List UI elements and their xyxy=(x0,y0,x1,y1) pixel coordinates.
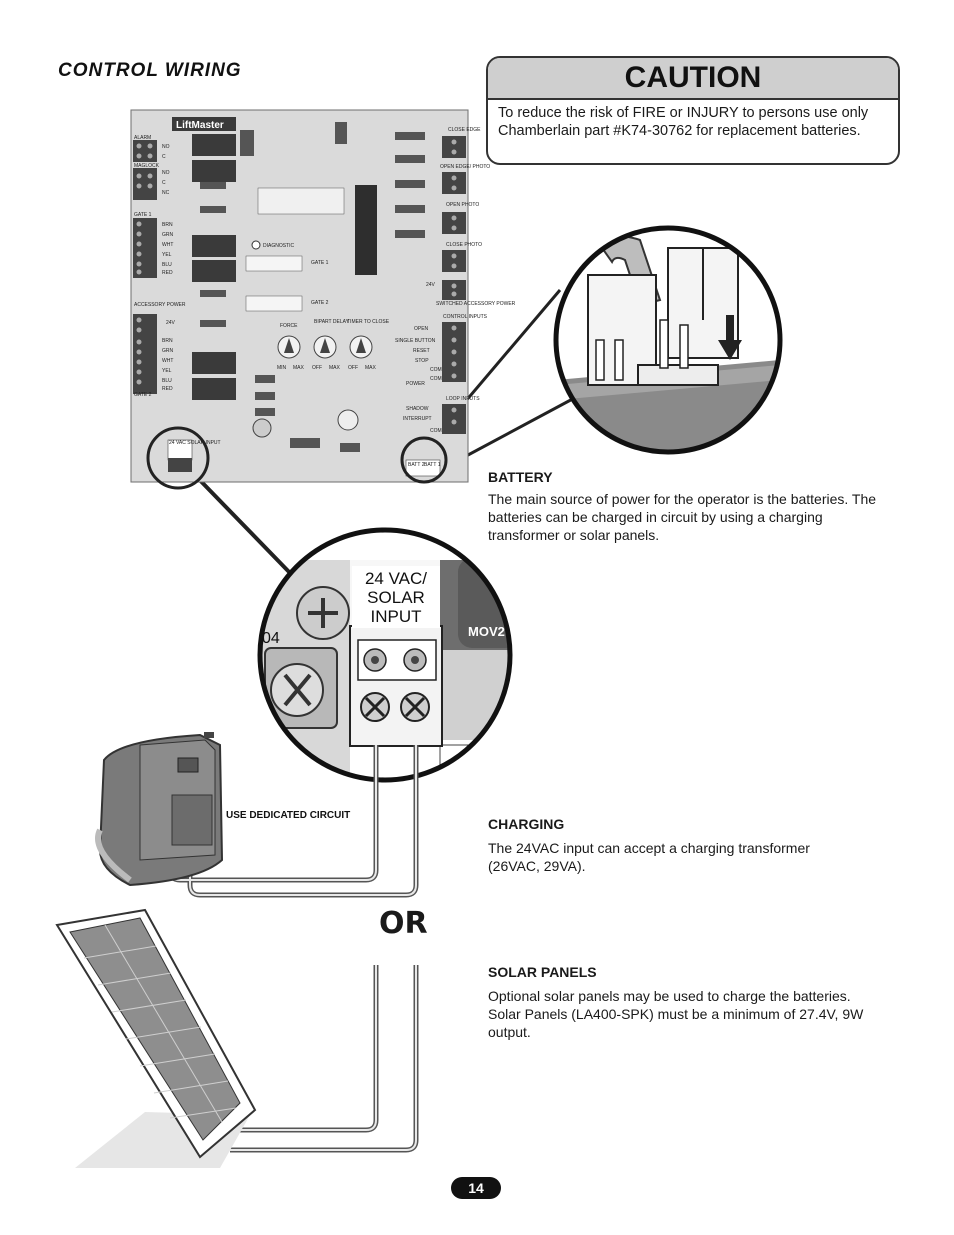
label-accessory-power: ACCESSORY POWER xyxy=(134,302,186,308)
label-maglock: MAGLOCK xyxy=(134,163,160,169)
label-nc: NC xyxy=(162,190,170,196)
callout-line-left xyxy=(188,468,294,577)
solar-input-label-3: INPUT xyxy=(371,607,422,626)
dedicated-circuit-label: USE DEDICATED CIRCUIT xyxy=(226,810,350,821)
label-24v-left: 24V xyxy=(166,320,176,326)
solar-input-label-1: 24 VAC/ xyxy=(365,569,427,588)
label-off-1: OFF xyxy=(312,365,322,371)
label-single-button: SINGLE BUTTON xyxy=(395,338,436,344)
label-power: POWER xyxy=(406,381,425,387)
label-red-2: RED xyxy=(162,386,173,392)
control-board: LiftMaster ALARM MAGLOCK GATE 1 ACCESSOR… xyxy=(130,109,516,490)
label-c-2: C xyxy=(162,180,166,186)
label-off-2: OFF xyxy=(348,365,358,371)
label-max-2: MAX xyxy=(329,365,341,371)
label-open-edge-photo: OPEN EDGE/ PHOTO xyxy=(440,164,490,170)
label-interrupt: INTERRUPT xyxy=(403,416,432,422)
label-wht-1: WHT xyxy=(162,242,173,248)
label-open: OPEN xyxy=(414,326,429,332)
label-no-2: NO xyxy=(162,170,170,176)
section-title: CONTROL WIRING xyxy=(58,60,242,81)
label-alarm: ALARM xyxy=(134,135,151,141)
or-label: OR xyxy=(379,906,428,941)
label-red-1: RED xyxy=(162,270,173,276)
label-c-1: C xyxy=(162,154,166,160)
charging-heading: CHARGING xyxy=(488,816,565,832)
label-max-1: MAX xyxy=(293,365,305,371)
solar-panel xyxy=(55,908,257,1168)
label-min: MIN xyxy=(277,365,287,371)
label-24v-right: 24V xyxy=(426,282,436,288)
label-blu-1: BLU xyxy=(162,262,172,268)
page-number: 14 xyxy=(451,1177,501,1199)
label-solar-input-small: 24 VAC SOLAR INPUT xyxy=(169,440,221,446)
label-com-3: COM xyxy=(430,428,442,434)
board-brand: LiftMaster xyxy=(176,120,224,131)
label-com-2: COM xyxy=(430,376,442,382)
battery-heading: BATTERY xyxy=(488,469,553,485)
callout-circle-solar xyxy=(146,426,210,490)
label-max-3: MAX xyxy=(365,365,377,371)
label-yel-2: YEL xyxy=(162,368,172,374)
label-blu-2: BLU xyxy=(162,378,172,384)
label-learn-gate1: GATE 1 xyxy=(311,260,329,266)
fragment-label: 04 xyxy=(262,630,280,647)
charging-transformer xyxy=(95,732,224,887)
label-diagnostic: DIAGNOSTIC xyxy=(263,243,295,249)
solar-panel-wires xyxy=(230,965,419,1153)
mov2-label: MOV2 xyxy=(468,624,505,639)
callout-circle-battery xyxy=(400,436,448,484)
label-control-inputs: CONTROL INPUTS xyxy=(443,314,488,320)
label-batt1: BATT 1 xyxy=(424,462,441,468)
label-brn-2: BRN xyxy=(162,338,173,344)
label-stop: STOP xyxy=(415,358,429,364)
label-bipart-delay: BIPART DELAY xyxy=(314,319,350,325)
label-gate1: GATE 1 xyxy=(134,212,152,218)
label-batt2: BATT 2 xyxy=(408,462,425,468)
label-brn-1: BRN xyxy=(162,222,173,228)
label-no-1: NO xyxy=(162,144,170,150)
label-grn-2: GRN xyxy=(162,348,174,354)
label-com-1: COM xyxy=(430,367,442,373)
label-close-photo: CLOSE PHOTO xyxy=(446,242,482,248)
battery-connector-magnified xyxy=(553,225,783,455)
label-learn-gate2: GATE 2 xyxy=(311,300,329,306)
label-switched-accessory: SWITCHED ACCESSORY POWER xyxy=(436,301,516,307)
label-open-photo: OPEN PHOTO xyxy=(446,202,479,208)
caution-box: CAUTION To reduce the risk of FIRE or IN… xyxy=(486,56,900,165)
battery-text: The main source of power for the operato… xyxy=(488,491,877,543)
solar-input-magnified: 24 VAC/ SOLAR INPUT MOV2 04 xyxy=(257,527,513,783)
label-grn-1: GRN xyxy=(162,232,174,238)
solar-text: Optional solar panels may be used to cha… xyxy=(488,988,864,1040)
solar-heading: SOLAR PANELS xyxy=(488,964,597,980)
label-close-edge: CLOSE EDGE xyxy=(448,127,481,133)
label-yel-1: YEL xyxy=(162,252,172,258)
label-reset: RESET xyxy=(413,348,430,354)
charging-text-line1: The 24VAC input can accept a charging tr… xyxy=(488,840,810,856)
label-shadow: SHADOW xyxy=(406,406,429,412)
label-loop-inputs: LOOP INPUTS xyxy=(446,396,480,402)
label-timer-to-close: TIMER TO CLOSE xyxy=(347,319,390,325)
caution-heading: CAUTION xyxy=(488,58,898,100)
label-wht-2: WHT xyxy=(162,358,173,364)
label-force: FORCE xyxy=(280,323,298,329)
solar-input-label-2: SOLAR xyxy=(367,588,425,607)
charging-text-line2: (26VAC, 29VA). xyxy=(488,858,586,874)
label-gate2: GATE 2 xyxy=(134,392,152,398)
caution-text: To reduce the risk of FIRE or INJURY to … xyxy=(498,105,869,139)
